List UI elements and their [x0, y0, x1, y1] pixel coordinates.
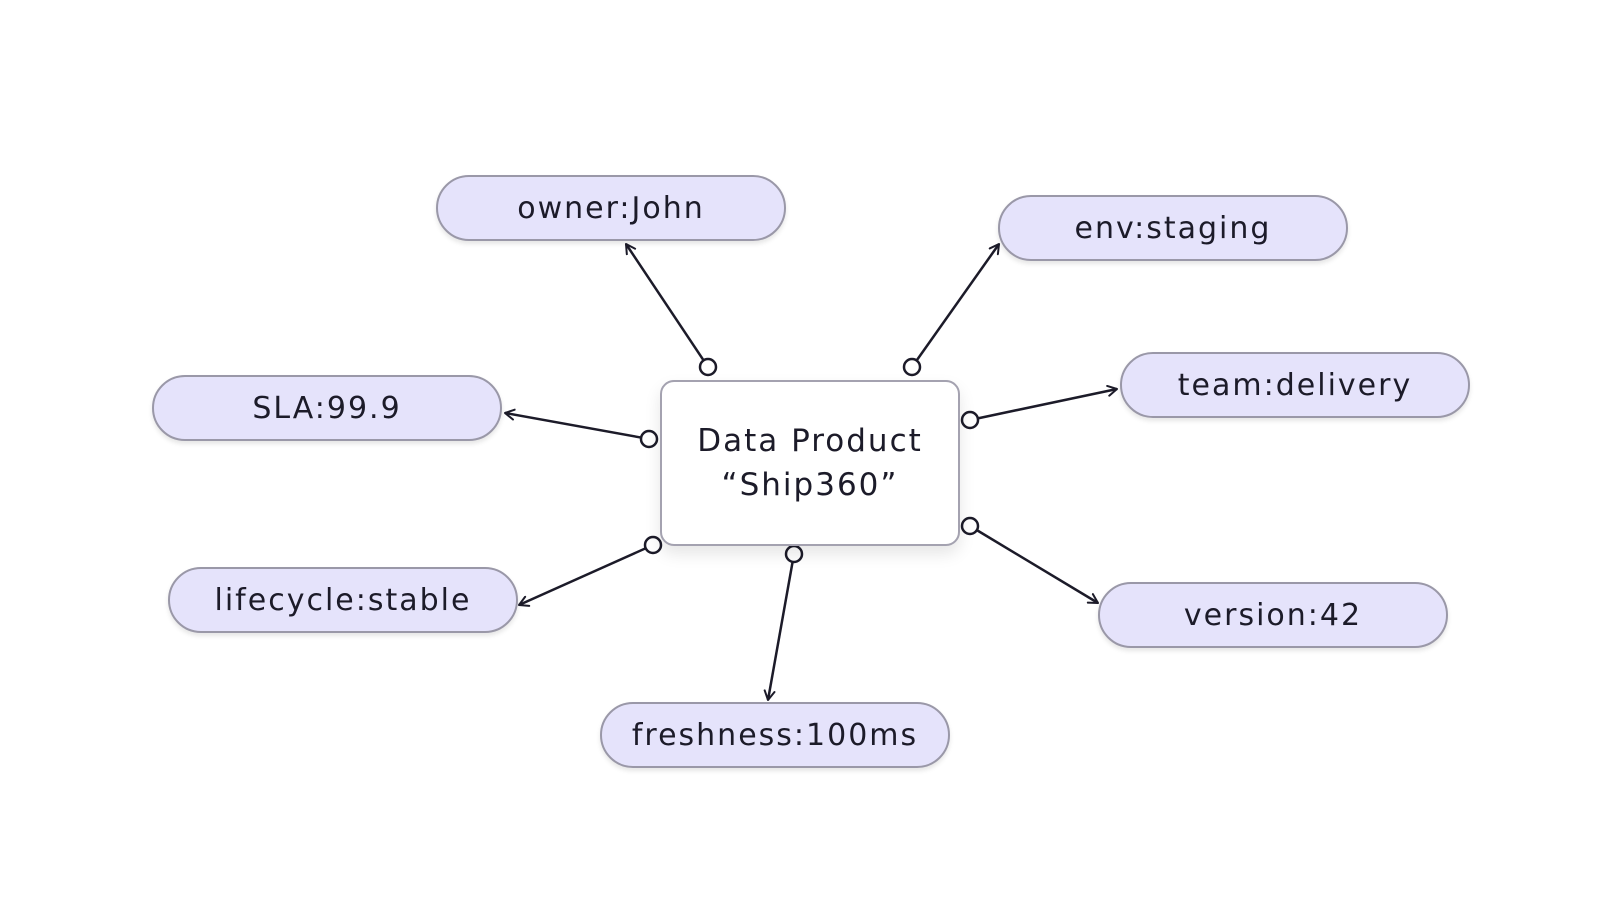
edge-start-circle-icon	[643, 535, 663, 555]
node-sla[interactable]: SLA:99.9	[152, 375, 502, 441]
node-sla-label: SLA:99.9	[252, 390, 402, 426]
edge-start-circle-icon	[784, 544, 804, 564]
node-lifecycle-label: lifecycle:stable	[214, 582, 472, 618]
edge-start-circle-icon	[639, 429, 659, 449]
node-freshness[interactable]: freshness:100ms	[600, 702, 950, 768]
edge-start-circle-icon	[698, 357, 718, 377]
edge-start-circle-icon	[960, 516, 980, 536]
node-version[interactable]: version:42	[1098, 582, 1448, 648]
data-product-node[interactable]: Data Product “Ship360”	[660, 380, 960, 546]
edge-owner	[624, 243, 705, 362]
data-product-name: “Ship360”	[721, 467, 899, 503]
edge-start-circle-icon	[960, 410, 980, 430]
edge-env	[915, 243, 1001, 362]
node-team-label: team:delivery	[1177, 367, 1413, 403]
node-freshness-label: freshness:100ms	[631, 717, 919, 753]
edge-sla	[504, 408, 642, 439]
node-env-label: env:staging	[1074, 210, 1272, 246]
node-owner[interactable]: owner:John	[436, 175, 786, 241]
edge-version	[976, 529, 1099, 605]
node-owner-label: owner:John	[517, 190, 705, 226]
node-version-label: version:42	[1183, 597, 1363, 633]
edge-start-circle-icon	[902, 357, 922, 377]
node-env[interactable]: env:staging	[998, 195, 1348, 261]
edge-freshness	[763, 561, 794, 701]
node-team[interactable]: team:delivery	[1120, 352, 1470, 418]
data-product-title: Data Product	[697, 423, 923, 459]
node-lifecycle[interactable]: lifecycle:stable	[168, 567, 518, 633]
edge-team	[977, 384, 1118, 420]
edge-lifecycle	[518, 547, 647, 607]
